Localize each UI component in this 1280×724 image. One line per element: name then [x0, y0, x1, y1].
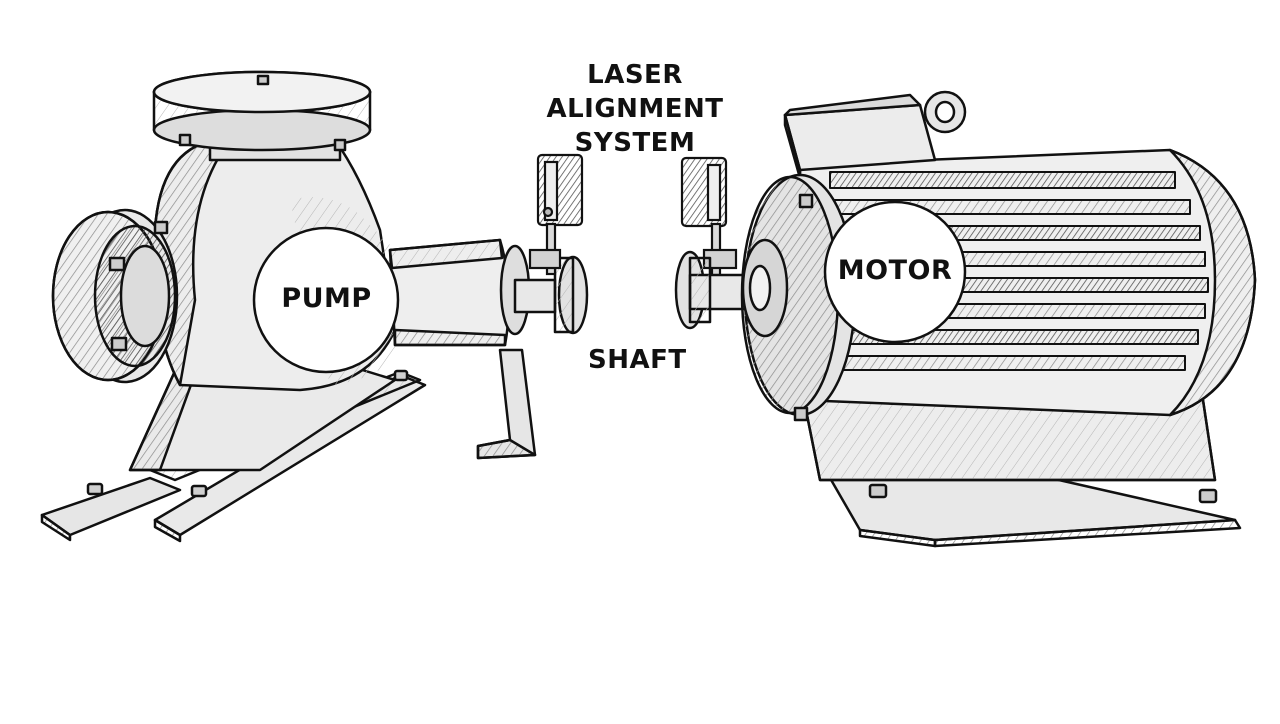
- motor-base: [828, 476, 1242, 548]
- laser-label-line-2: ALIGNMENT: [546, 94, 724, 124]
- motor-end-shield: [740, 173, 857, 422]
- motor-coupling: [674, 250, 752, 330]
- pump-label: PUMP: [281, 283, 372, 314]
- shaft-label: SHAFT: [588, 345, 687, 375]
- motor: [674, 90, 1257, 548]
- laser-unit-left: [528, 153, 584, 276]
- laser-unit-right: [680, 156, 738, 278]
- pump-top-flange: [152, 70, 372, 162]
- motor-label: MOTOR: [837, 255, 953, 286]
- pump-suction-flange: [51, 208, 179, 384]
- laser-alignment-system-label: LASER ALIGNMENT SYSTEM: [540, 58, 730, 160]
- motor-label-disc: [823, 200, 967, 344]
- pump-coupling: [499, 244, 589, 336]
- laser-label-line-1: LASER: [587, 60, 683, 90]
- pump-label-disc: [252, 226, 400, 374]
- laser-label-line-3: SYSTEM: [574, 128, 696, 158]
